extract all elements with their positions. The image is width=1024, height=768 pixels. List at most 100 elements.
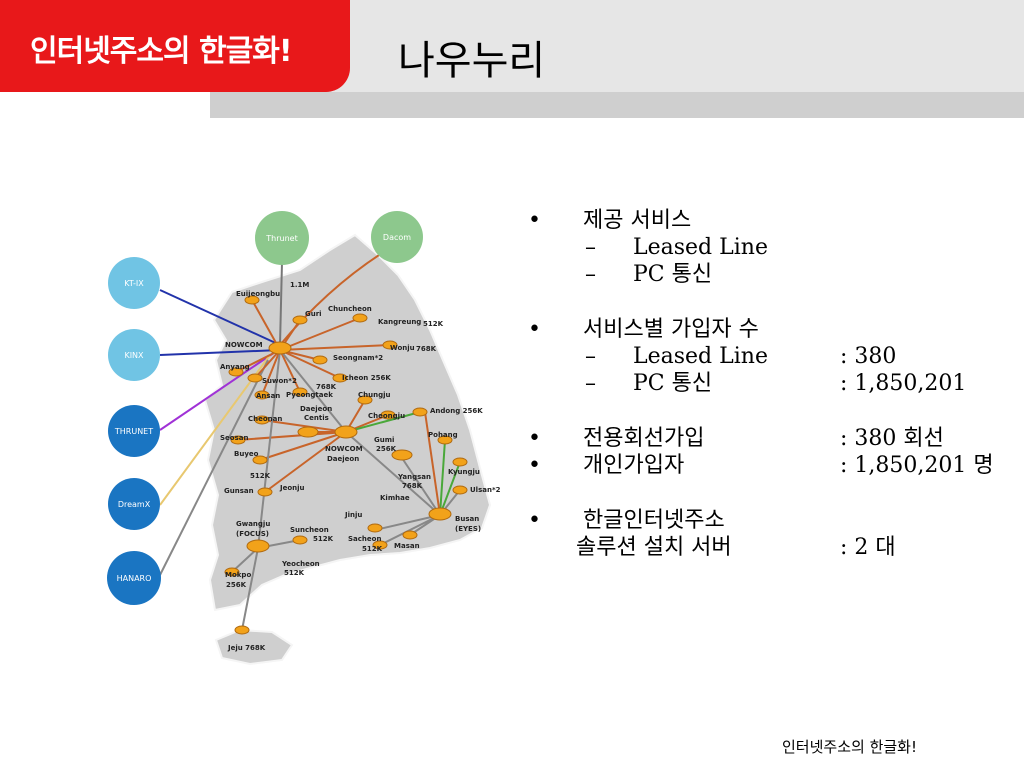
city-label: Wonju — [390, 344, 415, 352]
city-label: 512K — [362, 545, 383, 553]
isp-node-hanaro — [107, 551, 161, 605]
city-label: Cheongju — [368, 412, 405, 420]
bullet: • — [528, 508, 541, 533]
dash: – — [585, 371, 596, 396]
sub-label: Leased Line — [633, 344, 768, 369]
isp-label-0: Thrunet — [265, 234, 297, 243]
isp-node-kinx — [108, 329, 160, 381]
city-label: Anyang — [220, 363, 250, 371]
city-label: Cheonan — [248, 415, 282, 423]
city-label: Jeju 768K — [227, 644, 266, 652]
slide-title: 나우누리 — [398, 38, 546, 84]
bullet: • — [528, 453, 541, 478]
sub-item: – PC 통신 — [528, 261, 1024, 288]
city-label: Ulsan*2 — [470, 486, 500, 494]
logo-tab: 인터넷주소의 한글화! — [0, 0, 350, 92]
dash: – — [585, 235, 596, 260]
city-label: NOWCOM — [225, 341, 263, 349]
isp-nodes — [107, 211, 423, 605]
isp-label-5: DreamX — [118, 500, 151, 509]
bullet-heading: 제공 서비스 — [583, 208, 692, 233]
sub-value: : 380 — [840, 344, 897, 369]
city-label: 768K — [416, 345, 437, 353]
city-label: 768K — [402, 482, 423, 490]
content-list: • 제공 서비스 – Leased Line – PC 통신 • 서비스별 가입… — [528, 207, 1024, 561]
city-label: Suwon*2 — [262, 377, 297, 385]
isp-node-thrunet-green — [255, 211, 309, 265]
city-label: Gunsan — [224, 487, 254, 495]
bullet-value: : 380 회선 — [840, 426, 944, 451]
city-label: Buyeo — [234, 450, 259, 458]
city-label: 768K — [316, 383, 337, 391]
city-label: Yeocheon — [281, 560, 320, 568]
bullet-value: : 2 대 — [840, 535, 896, 560]
city-label: Gwangju — [236, 520, 270, 528]
sub-label: PC 통신 — [633, 262, 713, 287]
bullet-label: 한글인터넷주소 — [583, 508, 725, 533]
isp-label-4: THRUNET — [114, 427, 153, 436]
footer-text: 인터넷주소의 한글화! — [782, 738, 917, 756]
city-label: Masan — [394, 542, 420, 550]
dash: – — [585, 262, 596, 287]
city-label: Jeonju — [279, 484, 305, 492]
list-item: • 한글인터넷주소 — [528, 507, 1024, 534]
backbone-links — [231, 299, 461, 631]
sub-item: – PC 통신 : 1,850,201 — [528, 370, 1024, 397]
city-label: Seongnam*2 — [333, 354, 383, 362]
sub-label: Leased Line — [633, 235, 768, 260]
list-item: • 제공 서비스 — [528, 207, 1024, 234]
bullet-label: 전용회선가입 — [583, 426, 705, 451]
city-label: NOWCOM — [325, 445, 363, 453]
header-band-lower — [210, 92, 1024, 118]
city-label: Chuncheon — [328, 305, 372, 313]
city-label: Yangsan — [397, 473, 431, 481]
isp-label-2: KT-IX — [124, 279, 144, 288]
isp-node-thrunet-blue — [108, 405, 160, 457]
city-label: Kimhae — [380, 494, 410, 502]
city-label: Busan — [455, 515, 479, 523]
logo-text: 인터넷주소의 한글화! — [30, 34, 293, 69]
isp-label-1: Dacom — [383, 233, 411, 242]
city-label: Pohang — [428, 431, 458, 439]
bullet: • — [528, 426, 541, 451]
bullet-heading: 서비스별 가입자 수 — [583, 317, 759, 342]
city-label: (FOCUS) — [236, 530, 269, 538]
isp-node-ktix — [108, 257, 160, 309]
list-item: • 서비스별 가입자 수 — [528, 316, 1024, 343]
city-label: 512K — [313, 535, 334, 543]
city-label: 512K — [284, 569, 305, 577]
network-map: Thrunet Dacom KT-IX KINX THRUNET DreamX … — [107, 211, 500, 666]
dash: – — [585, 344, 596, 369]
city-label: 512K — [423, 320, 444, 328]
city-label: Andong 256K — [430, 407, 483, 415]
city-label: Guri — [305, 310, 322, 318]
city-label: Ansan — [256, 392, 280, 400]
isp-node-dacom — [371, 211, 423, 263]
city-label: Kyungju — [448, 468, 480, 476]
bullet-label: 개인가입자 — [583, 453, 685, 478]
list-item: • 개인가입자 : 1,850,201 명 — [528, 452, 1024, 479]
city-label: Seosan — [220, 434, 248, 442]
city-label: 256K — [226, 581, 247, 589]
list-item-continued: 솔루션 설치 서버 : 2 대 — [528, 534, 1024, 561]
isp-label-3: KINX — [124, 351, 144, 360]
city-label: (EYES) — [455, 525, 481, 533]
city-label: Daejeon — [300, 405, 332, 413]
bullet: • — [528, 208, 541, 233]
city-label: Sacheon — [348, 535, 381, 543]
city-label: 1.1M — [290, 281, 309, 289]
list-item: • 전용회선가입 : 380 회선 — [528, 425, 1024, 452]
city-label: Gumi — [374, 436, 394, 444]
city-label: Pyeongtaek — [286, 391, 333, 399]
city-label: Daejeon — [327, 455, 359, 463]
city-label: Suncheon — [290, 526, 329, 534]
routers — [224, 295, 468, 635]
bullet-value: : 1,850,201 명 — [840, 453, 994, 478]
city-label: Kangreung — [378, 318, 421, 326]
bullet-label-line2: 솔루션 설치 서버 — [576, 535, 732, 560]
sub-item: – Leased Line : 380 — [528, 343, 1024, 370]
city-label: Jinju — [344, 511, 362, 519]
sub-item: – Leased Line — [528, 234, 1024, 261]
city-label: 512K — [250, 472, 271, 480]
bullet: • — [528, 317, 541, 342]
